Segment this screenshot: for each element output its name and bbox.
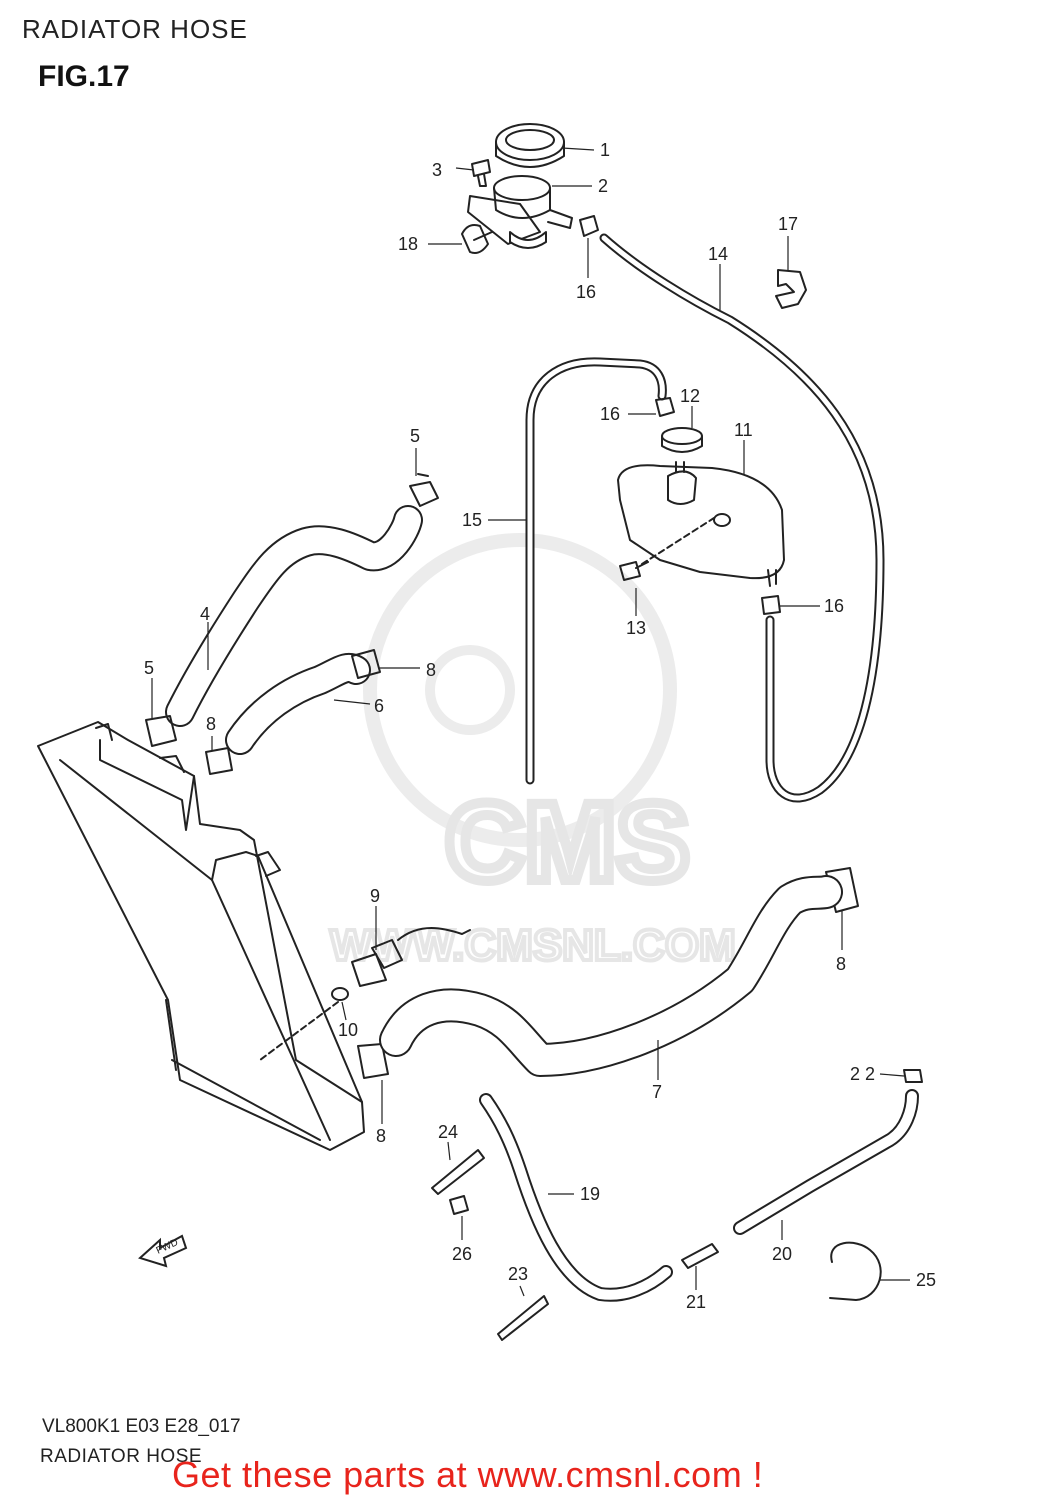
clamp-18	[461, 224, 493, 254]
callout-11: 11	[734, 420, 753, 440]
reservoir-cap	[661, 427, 703, 453]
thermo-switch	[351, 927, 471, 987]
clamp-8-lower	[357, 1043, 389, 1079]
callout-23: 23	[508, 1264, 528, 1284]
callout-20: 20	[772, 1244, 792, 1264]
footer-title: RADIATOR HOSE	[40, 1446, 203, 1467]
callout-24: 24	[438, 1122, 458, 1142]
callout-14: 14	[708, 244, 728, 264]
gasket-10	[331, 987, 349, 1001]
bolt-3	[471, 159, 491, 187]
clip-16-top	[579, 215, 599, 237]
callout-numbers: 1 2 3 4 5 5 6 7 8 8 8 8 9 10 11 12 13 14…	[144, 140, 936, 1312]
callout-8-upper: 8	[426, 660, 436, 680]
filler-neck	[467, 175, 573, 249]
leader-lines	[151, 147, 910, 1297]
clamp-5-left	[145, 715, 177, 747]
cta-link[interactable]: Get these parts at www.cmsnl.com !	[172, 1454, 764, 1495]
callout-9: 9	[370, 886, 380, 906]
clip-22	[903, 1069, 923, 1083]
bracket-23	[497, 1295, 549, 1341]
callout-26: 26	[452, 1244, 472, 1264]
callout-18: 18	[398, 234, 418, 254]
clip-16-low	[761, 595, 781, 615]
callout-2: 2	[598, 176, 608, 196]
callout-7: 7	[652, 1082, 662, 1102]
diagram-code: VL800K1 E03 E28_017	[42, 1416, 241, 1437]
callout-4: 4	[200, 604, 210, 624]
callout-1: 1	[600, 140, 610, 160]
clamp-8-upper	[351, 649, 381, 679]
clip-16-mid	[655, 397, 675, 417]
callout-8-lower: 8	[376, 1126, 386, 1146]
radiator-cap	[495, 123, 565, 168]
callout-10: 10	[338, 1020, 358, 1040]
callout-15: 15	[462, 510, 482, 530]
reservoir-tank	[617, 461, 785, 587]
callout-25: 25	[916, 1270, 936, 1290]
bracket-24	[431, 1149, 485, 1195]
radiator	[37, 721, 365, 1151]
callout-6: 6	[374, 696, 384, 716]
callout-8-left: 8	[206, 714, 216, 734]
callout-19: 19	[580, 1184, 600, 1204]
watermark-url: WWW.CMSNL.COM	[330, 921, 736, 970]
union-21	[681, 1243, 719, 1269]
clamp-5-top	[409, 473, 439, 507]
callout-3: 3	[432, 160, 442, 180]
callout-22: 2 2	[850, 1064, 875, 1084]
bolt-13	[619, 561, 649, 581]
watermark-logo: CMS	[445, 781, 689, 904]
callout-21: 21	[686, 1292, 706, 1312]
callout-16-mid: 16	[600, 404, 620, 424]
page-header: RADIATOR HOSE	[22, 14, 248, 44]
clamp-17	[775, 269, 807, 309]
callout-16-low: 16	[824, 596, 844, 616]
hose-15	[525, 357, 667, 785]
callout-12: 12	[680, 386, 700, 406]
bolt-26	[449, 1195, 469, 1215]
callout-17: 17	[778, 214, 798, 234]
fwd-arrow: FWD	[138, 1234, 188, 1268]
callout-5-left: 5	[144, 658, 154, 678]
clamp-8-left	[205, 747, 233, 775]
clamp-25	[829, 1241, 882, 1301]
callout-5-top: 5	[410, 426, 420, 446]
figure-number: FIG.17	[38, 60, 130, 93]
callout-13: 13	[626, 618, 646, 638]
callout-8-right: 8	[836, 954, 846, 974]
callout-16-top: 16	[576, 282, 596, 302]
bolt-13-leader	[641, 517, 715, 565]
